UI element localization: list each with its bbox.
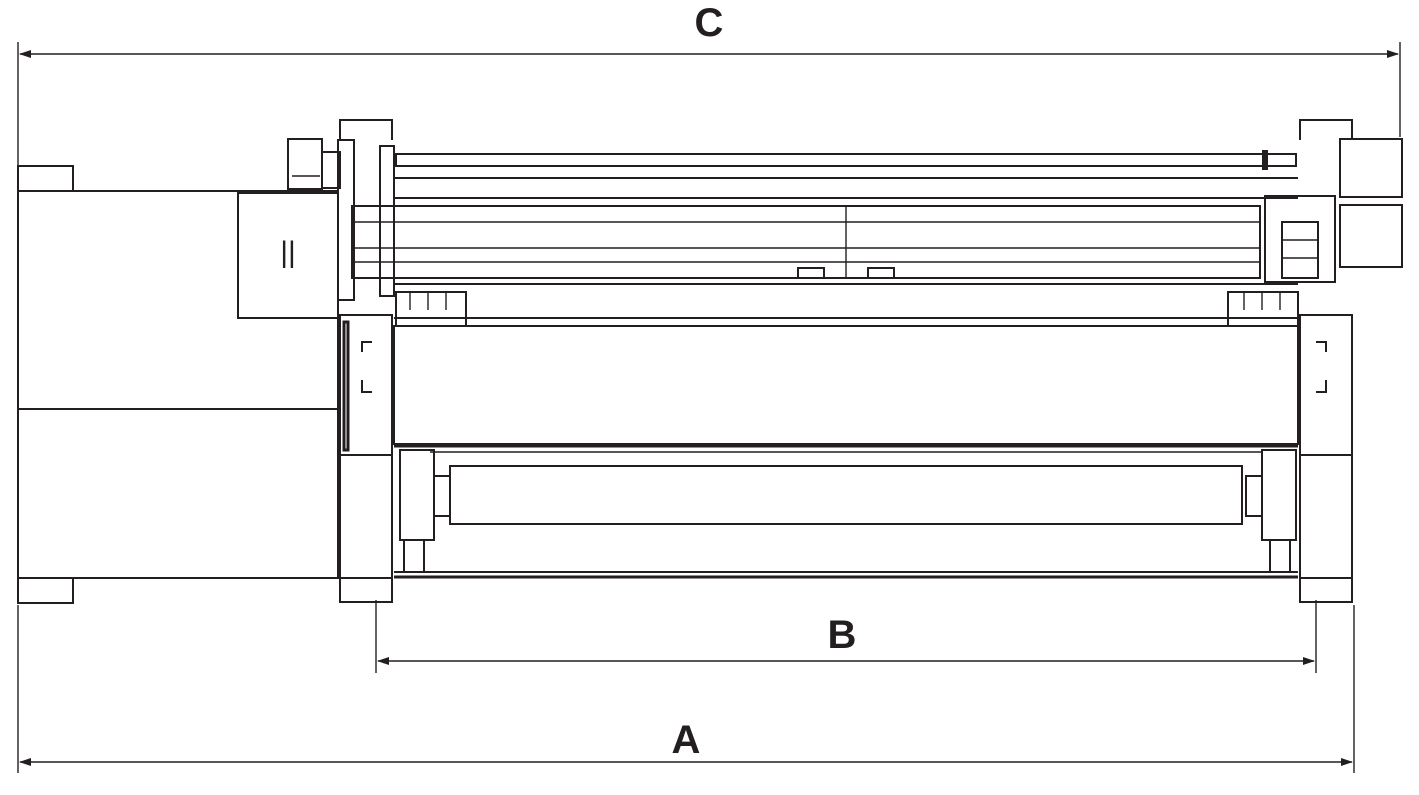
right-frame-box-upper [1339,138,1403,198]
right-frame-foot [1299,578,1353,603]
upper-shaft [395,153,1297,167]
dimension-b: B [375,600,1317,673]
lower-right-bearing-cap [1245,475,1263,517]
dimension-b-label: B [828,613,857,657]
upper-shaft-collar [1262,150,1268,170]
right-side-frame [1227,119,1403,603]
left-frame-column [337,139,355,301]
dimension-a-label: A [672,718,701,762]
cabinet-top-cap [17,165,74,192]
left-frame-top-bracket [339,119,393,140]
lower-left-bearing [399,449,435,541]
lower-roller [449,465,1243,525]
lower-roller-assembly [399,449,1297,573]
lower-right-foot [1269,539,1291,573]
right-gear-housing [1264,195,1336,283]
lower-left-bearing-cap [433,475,451,517]
machine-base [394,571,1298,579]
left-clamp-block [395,291,467,327]
left-frame-bracket-mark [361,341,372,393]
left-frame-lower [339,454,393,579]
lower-left-foot [403,539,425,573]
cabinet-panel-marker: || [280,236,296,269]
upper-roller-tab-left [797,267,825,279]
dimension-a: A [17,605,1355,773]
right-frame-top-bracket [1299,119,1353,140]
left-side-frame [337,119,467,603]
right-gear-body [1281,221,1319,279]
cabinet-body [17,190,339,579]
right-clamp-block [1227,291,1299,327]
main-beam-body [393,325,1299,445]
dimension-c-label: C [695,1,724,45]
left-frame-foot [339,578,393,603]
right-frame-lower [1299,454,1353,579]
cabinet-foot [17,577,74,604]
left-frame-post [379,145,395,297]
right-frame-bracket-mark [1316,341,1327,393]
motor-coupling [321,151,341,189]
upper-roller-assembly [351,150,1298,285]
lower-right-bearing [1261,449,1297,541]
control-cabinet: || [17,138,341,604]
upper-roller-tab-right [867,267,895,279]
motor-unit [287,138,323,190]
right-frame-box-lower [1339,204,1403,268]
main-beam [393,317,1299,448]
left-frame-inner [342,320,350,452]
dimension-c: C [17,1,1401,165]
